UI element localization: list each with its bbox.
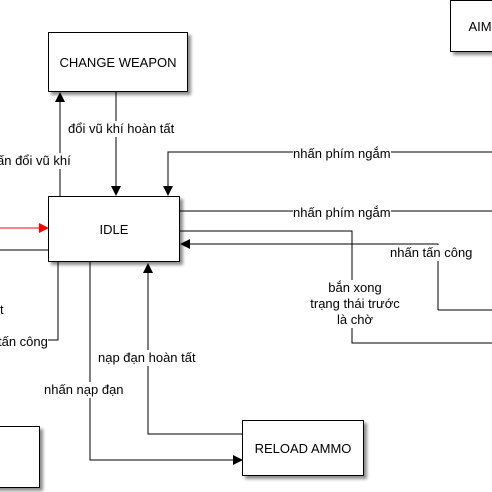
edge-idle-to-attack bbox=[0, 262, 59, 341]
label-press-change: ấn đổi vũ khí bbox=[0, 153, 71, 169]
label-press-aim-top: nhấn phím ngắm bbox=[293, 146, 391, 162]
label-press-aim-mid: nhấn phím ngắm bbox=[293, 205, 391, 221]
state-aim: AIM bbox=[450, 0, 492, 52]
label-change-done: đổi vũ khí hoàn tất bbox=[68, 121, 175, 137]
label-partial-t: t bbox=[0, 302, 4, 318]
state-idle: IDLE bbox=[48, 196, 180, 262]
state-reload-ammo: RELOAD AMMO bbox=[242, 420, 364, 476]
label-press-attack-right: nhấn tấn công bbox=[390, 245, 473, 261]
edge-idle-to-reload bbox=[89, 262, 243, 465]
state-change-weapon: CHANGE WEAPON bbox=[48, 32, 188, 92]
state-attack-partial: CK bbox=[0, 426, 40, 488]
label-press-reload: nhấn nạp đạn bbox=[44, 382, 124, 398]
label-reload-done: nạp đạn hoàn tất bbox=[98, 350, 196, 366]
label-press-attack-left: tấn công bbox=[0, 334, 48, 350]
edge-reload-to-idle bbox=[143, 263, 242, 435]
label-shot-done: bắn xong trạng thái trước là chờ bbox=[300, 280, 410, 328]
edge-right-to-idle bbox=[181, 244, 492, 311]
